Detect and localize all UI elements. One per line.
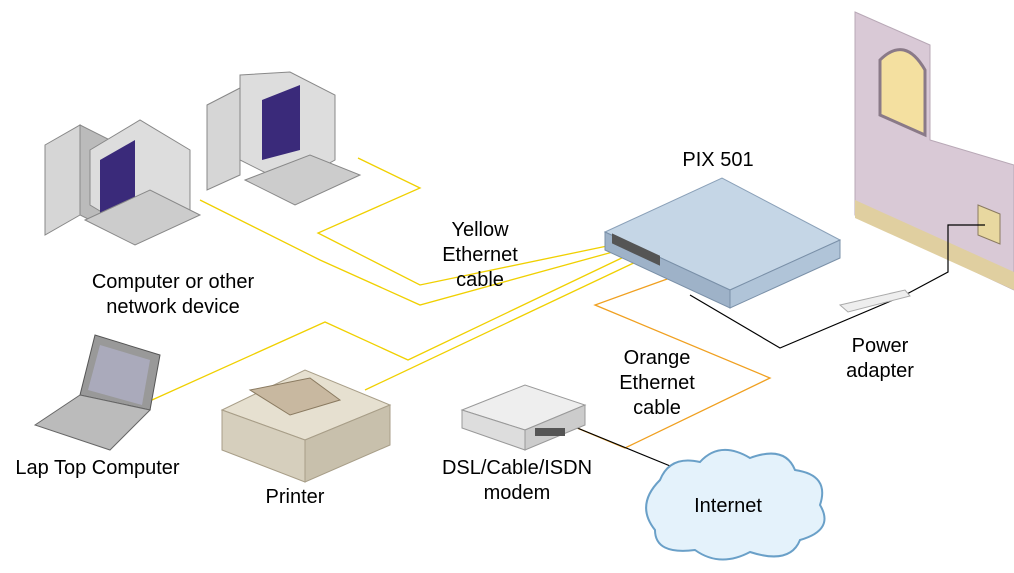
dsl-cable-isdn-modem: [460, 384, 587, 451]
printer-label: Printer: [265, 486, 325, 508]
yellow-cable-computer-2: [316, 157, 613, 286]
computer-label-line2: network device: [106, 296, 240, 318]
modem-label: DSL/Cable/ISDN modem: [432, 456, 602, 506]
printer: [220, 369, 392, 483]
orange-cable-label-line3: cable: [633, 397, 681, 419]
pix-501-device: [603, 177, 842, 309]
modem-ports: [535, 428, 565, 436]
orange-cable-label-line2: Ethernet: [619, 372, 695, 394]
yellow-cable-label-line2: Ethernet: [442, 244, 518, 266]
screen-icon: [262, 85, 300, 160]
yellow-cable-label-line1: Yellow: [451, 219, 509, 241]
power-adapter-icon: [838, 289, 911, 313]
screen-icon: [100, 140, 135, 215]
computer-label-line1: Computer or other: [91, 271, 255, 293]
laptop: [33, 334, 161, 451]
modem-label-line1: DSL/Cable/ISDN: [441, 457, 593, 479]
keyboard-icon: [243, 154, 362, 206]
pix-501-label: PIX 501: [682, 149, 754, 171]
window-icon: [878, 48, 927, 138]
computer-label: Computer or other network device: [73, 270, 273, 320]
modem-label-line2: modem: [483, 482, 551, 504]
yellow-cable-laptop: [151, 254, 629, 401]
power-adapter-label: Power adapter: [830, 334, 930, 384]
power-cable: [689, 224, 985, 349]
computer-1: [44, 119, 202, 246]
laptop-label: Lap Top Computer: [15, 457, 180, 479]
orange-cable-label-line1: Orange: [623, 347, 691, 369]
internet-label: Internet: [694, 495, 762, 517]
yellow-cable-label-line3: cable: [456, 269, 504, 291]
internet-cloud-icon: [645, 449, 826, 561]
yellow-ethernet-cables: [151, 157, 641, 401]
keyboard-icon: [83, 189, 202, 246]
yellow-cable-label: Yellow Ethernet cable: [430, 218, 530, 293]
ethernet-ports: [612, 233, 660, 266]
yellow-cable-computer-1: [199, 199, 621, 306]
yellow-cable-printer: [364, 259, 641, 391]
orange-cable-label: Orange Ethernet cable: [607, 346, 707, 421]
modem-internet-cable: [569, 424, 681, 471]
computer-2: [206, 71, 362, 206]
power-label-line2: adapter: [846, 360, 914, 382]
wall-illustration: [854, 11, 1014, 291]
power-label-line1: Power: [851, 335, 909, 357]
